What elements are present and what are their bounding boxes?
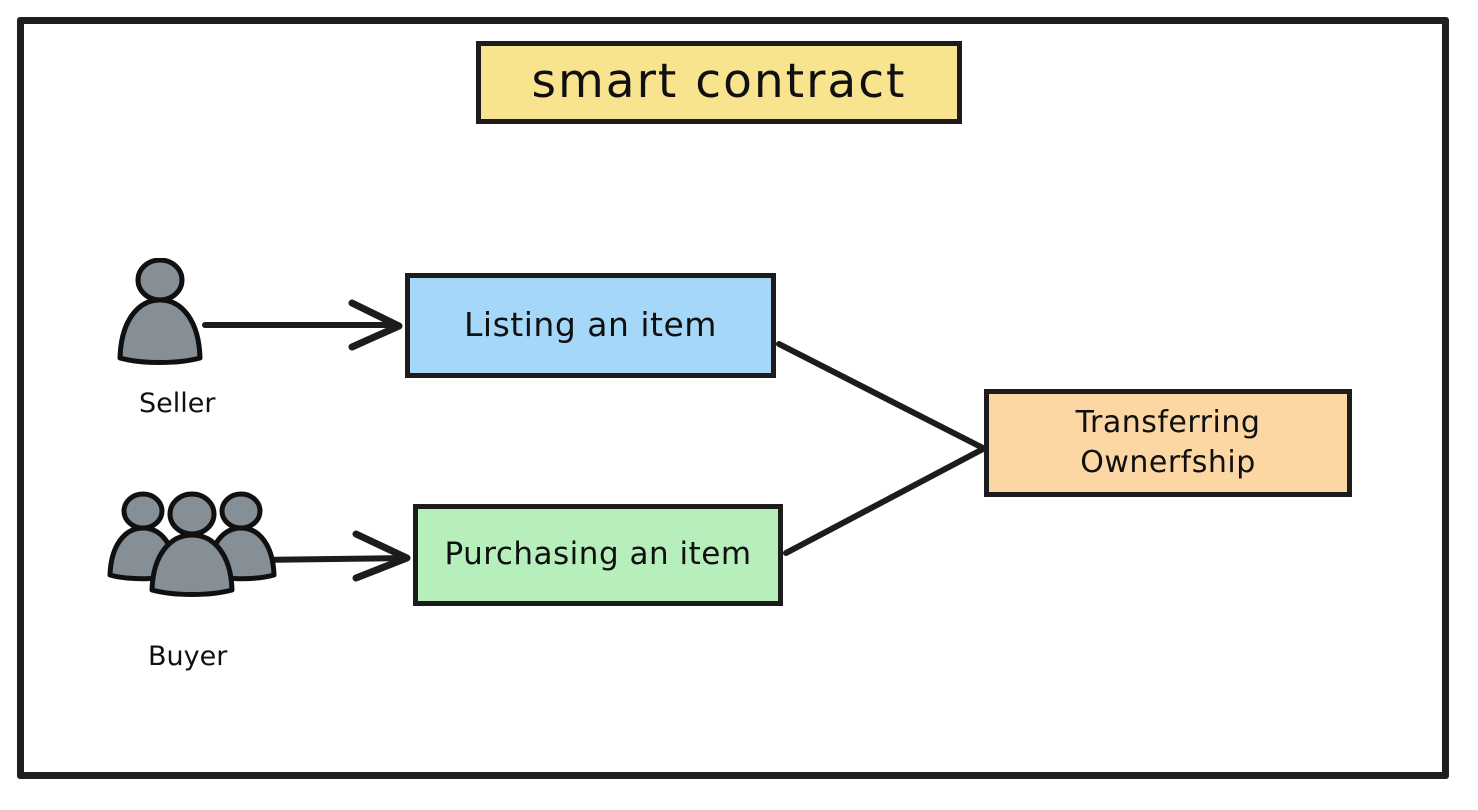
diagram-outer-frame [17, 17, 1449, 779]
transferring-ownership-label-line2: Ownerfship [1080, 445, 1256, 480]
buyer-label: Buyer [148, 641, 228, 672]
seller-figure [117, 258, 203, 365]
group-of-people-icon [107, 491, 277, 597]
purchasing-an-item-box[interactable]: Purchasing an item [413, 504, 783, 606]
transferring-ownership-label-line1: Transferring [1075, 405, 1261, 441]
smart-contract-title-text: smart contract [531, 54, 907, 110]
smart-contract-title-box: smart contract [476, 41, 962, 124]
purchasing-an-item-label: Purchasing an item [444, 536, 752, 573]
listing-an-item-box[interactable]: Listing an item [405, 273, 776, 378]
seller-label: Seller [139, 388, 216, 419]
single-person-icon [117, 258, 203, 365]
buyer-figure [107, 491, 277, 597]
listing-an-item-label: Listing an item [464, 305, 717, 345]
transferring-ownership-box[interactable]: Transferring Ownerfship [984, 389, 1352, 497]
